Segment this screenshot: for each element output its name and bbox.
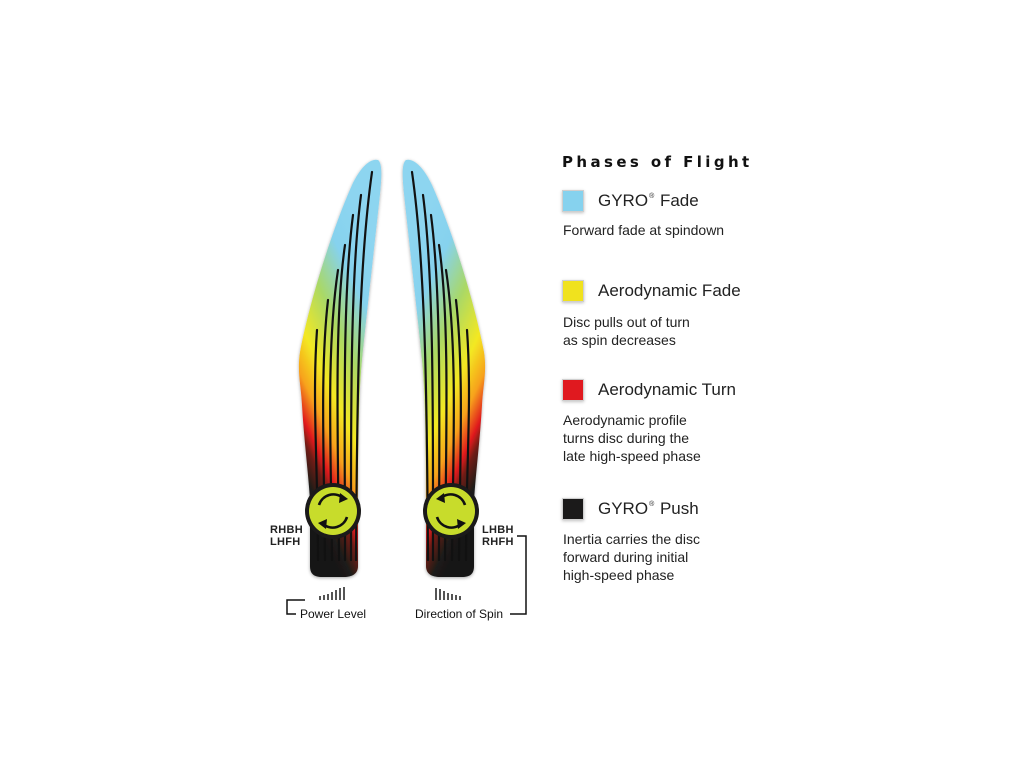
registered-mark: ® — [649, 193, 655, 200]
power-level-label: Power Level — [300, 607, 367, 621]
left-flight-shape — [298, 159, 382, 578]
ascending-bars-icon — [319, 587, 345, 600]
gyro-fade-suffix: Fade — [655, 191, 699, 210]
gyro-fade-name: GYRO — [598, 191, 649, 210]
gyro-push-swatch — [562, 498, 584, 520]
gyro-fade-description: Forward fade at spindown — [563, 222, 725, 238]
power-level-bracket — [286, 599, 305, 615]
right-throw-labels: LHBH RHFH — [482, 524, 514, 548]
aerodynamic-turn-label: Aerodynamic Turn — [598, 380, 736, 399]
aerodynamic-fade-description: Disc pulls out of turn as spin decreases — [563, 314, 690, 348]
gyro-fade-swatch — [562, 190, 584, 212]
aerodynamic-turn-swatch — [562, 379, 584, 401]
direction-of-spin-label: Direction of Spin — [415, 607, 504, 621]
legend-title: Phases of Flight — [562, 153, 753, 171]
counterclockwise-spin-icon — [435, 493, 467, 529]
gyro-fade-label: GYRO® Fade — [598, 191, 699, 211]
left-flight-path — [298, 159, 382, 578]
descending-bars-icon — [435, 588, 461, 600]
gyro-push-label: GYRO® Push — [598, 499, 699, 519]
left-throw-labels: RHBH LHFH — [270, 524, 303, 548]
left-spin-badge — [305, 483, 361, 539]
aerodynamic-fade-swatch — [562, 280, 584, 302]
left-label-rhbh: RHBH — [270, 524, 303, 536]
gyro-push-suffix: Push — [655, 499, 699, 518]
registered-mark: ® — [649, 501, 655, 508]
right-label-rhfh: RHFH — [482, 536, 514, 548]
right-spin-badge — [423, 483, 479, 539]
aerodynamic-fade-label: Aerodynamic Fade — [598, 281, 741, 300]
gyro-push-name: GYRO — [598, 499, 649, 518]
right-flight-shape — [402, 159, 486, 578]
right-label-lhbh: LHBH — [482, 524, 514, 536]
direction-of-spin-bracket — [510, 535, 527, 615]
clockwise-spin-icon — [317, 493, 349, 529]
gyro-push-description: Inertia carries the disc forward during … — [563, 531, 700, 583]
right-flight-path — [402, 159, 486, 578]
left-label-lhfh: LHFH — [270, 536, 301, 548]
aerodynamic-turn-description: Aerodynamic profile turns disc during th… — [563, 412, 701, 464]
